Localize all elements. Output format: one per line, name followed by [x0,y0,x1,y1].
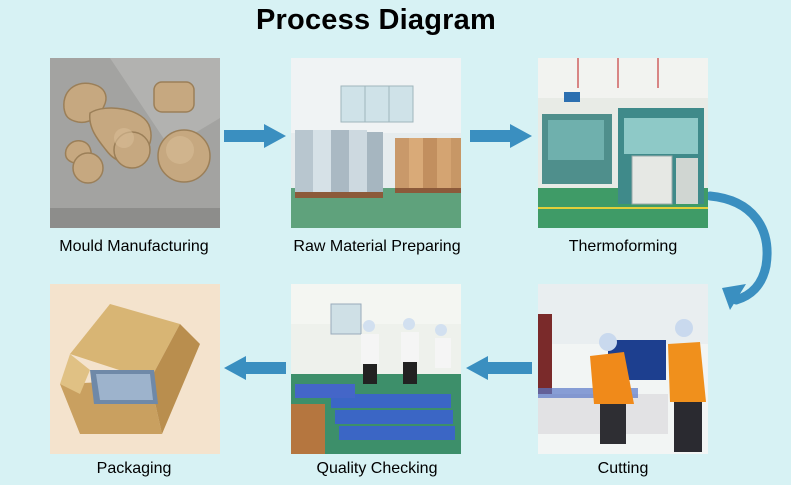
quality-checking-photo [291,284,461,454]
thermoforming-photo [538,58,708,228]
mould-manufacturing-photo [50,58,220,228]
cutting-photo [538,284,708,454]
step-label-quality-checking: Quality Checking [316,460,438,477]
right-arrow-icon [470,124,532,148]
packaging-photo [50,284,220,454]
left-arrow-icon [224,356,286,380]
step-label-raw-material-preparing: Raw Material Preparing [293,238,461,255]
step-label-cutting: Cutting [597,460,649,477]
step-label-thermoforming: Thermoforming [568,238,678,255]
step-label-mould-manufacturing: Mould Manufacturing [59,238,209,255]
step-label-packaging: Packaging [96,460,172,477]
page-title: Process Diagram [256,4,496,36]
raw-material-preparing-photo [291,58,461,228]
left-arrow-icon [466,356,532,380]
curved-down-arrow-icon [708,191,772,310]
right-arrow-icon [224,124,286,148]
